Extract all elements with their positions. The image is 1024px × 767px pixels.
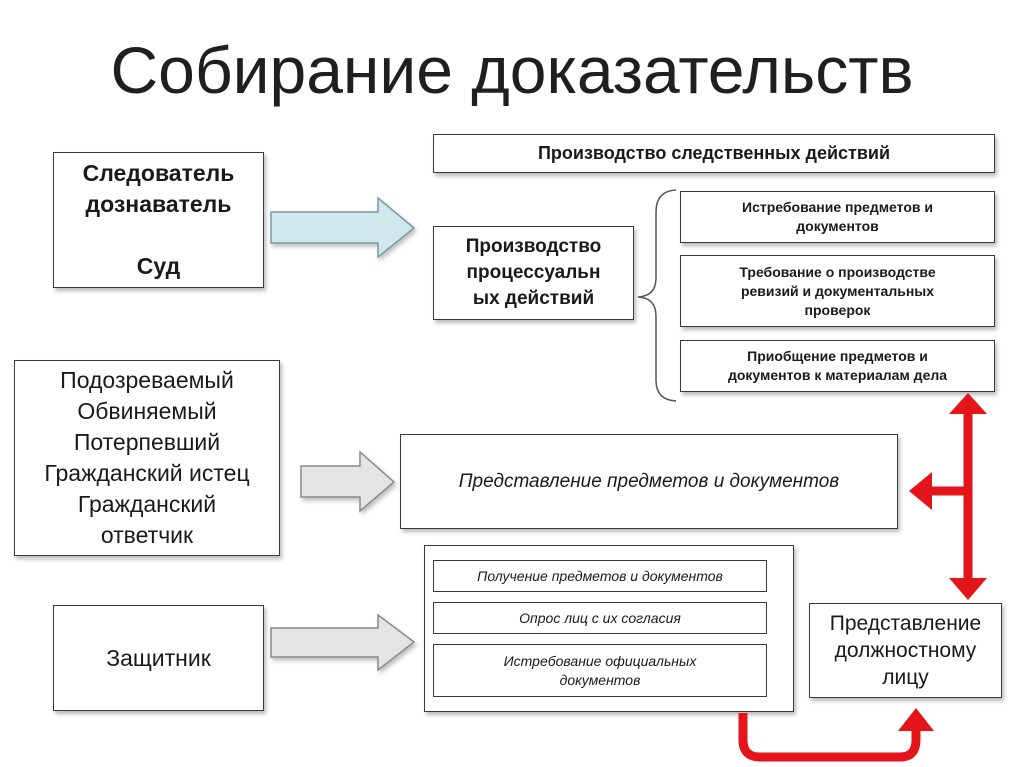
procedural-item-text: Приобщение предметов и документов к мате… [727,348,948,383]
participants-box: Подозреваемый Обвиняемый Потерпевший Гра… [14,360,280,556]
defender-item-3: Истребование официальных документов [433,644,767,697]
procedural-actions-text: Производство процессуальн ых действий [465,236,602,309]
procedural-actions-box: Производство процессуальн ых действий [433,226,634,320]
defender-box: Защитник [53,605,264,711]
procedural-item-2: Требование о производстве ревизий и доку… [680,255,995,327]
arrow-defender-right [270,613,416,672]
official-presentation-text: Представление должностному лицу [829,612,982,689]
arrow-participants-right [300,450,396,513]
arrow-investigator-right [270,196,416,259]
procedural-item-text: Требование о производстве ревизий и доку… [739,263,936,318]
red-arrows [738,393,987,762]
investigative-actions-box: Производство следственных действий [433,134,995,173]
investigator-box: Следователь дознаватель Суд [53,152,264,288]
procedural-item-3: Приобщение предметов и документов к мате… [680,340,995,392]
investigator-text: Следователь дознаватель Суд [82,160,235,279]
defender-item-2: Опрос лиц с их согласия [433,602,767,634]
presentation-box: Представление предметов и документов [400,434,898,529]
defender-text: Защитник [106,644,211,671]
page-title: Собирание доказательств [110,33,914,107]
official-presentation-box: Представление должностному лицу [809,603,1002,698]
defender-item-1: Получение предметов и документов [433,560,767,592]
participants-text: Подозреваемый Обвиняемый Потерпевший Гра… [44,367,250,548]
investigative-actions-text: Производство следственных действий [537,143,891,163]
presentation-text: Представление предметов и документов [458,470,840,492]
defender-item-text: Получение предметов и документов [477,568,723,584]
procedural-item-text: Истребование предметов и документов [742,199,933,234]
procedural-item-1: Истребование предметов и документов [680,191,995,243]
defender-item-text: Опрос лиц с их согласия [519,610,681,626]
defender-item-text: Истребование официальных документов [503,652,697,688]
procedural-brace [637,189,677,402]
